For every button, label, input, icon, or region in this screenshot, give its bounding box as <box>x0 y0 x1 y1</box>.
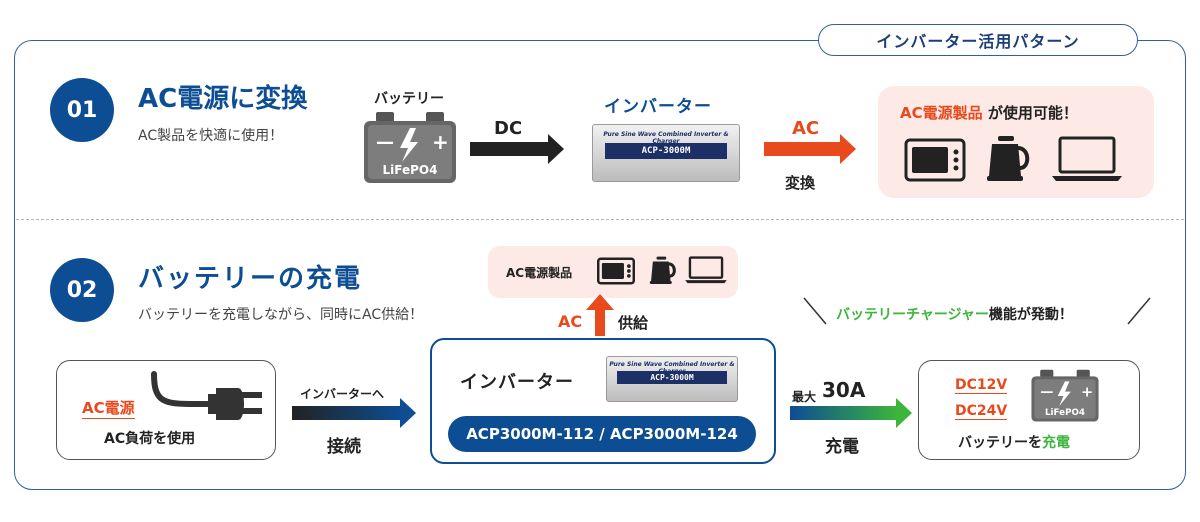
max-label: 最大 <box>792 390 817 404</box>
section-title-battery-charge: バッテリーの充電 <box>138 264 363 294</box>
convert-label: 変換 <box>785 174 816 192</box>
battery-charge-caption: バッテリーを充電 <box>958 435 1070 451</box>
ac-supply-arrow <box>586 294 614 336</box>
max-current-value: 30A <box>822 378 866 402</box>
section-divider <box>16 219 1184 220</box>
battery-icon: — + LiFePO4 <box>364 112 456 183</box>
section-subtitle: バッテリーを充電しながら、同時にAC供給！ <box>138 307 424 323</box>
slash-left <box>803 297 827 325</box>
dc24v-label: DC24V <box>955 403 1008 420</box>
kettle-icon <box>649 256 676 284</box>
content-frame <box>14 40 1186 490</box>
slash-right <box>1127 297 1151 325</box>
svg-text:+: + <box>1081 384 1093 401</box>
inverter-image: Pure Sine Wave Combined Inverter & Charg… <box>606 356 738 402</box>
dc-arrow <box>470 134 564 164</box>
charge-arrow <box>790 398 912 428</box>
svg-text:LiFePO4: LiFePO4 <box>1045 408 1085 418</box>
microwave-icon <box>904 138 966 182</box>
connect-arrow <box>292 398 416 428</box>
dc12v-label: DC12V <box>955 377 1008 394</box>
section-title-ac-convert: AC電源に変換 <box>138 84 308 114</box>
power-plug-icon <box>151 371 262 420</box>
battery-box <box>918 360 1140 460</box>
ac-products-label: AC電源製品 <box>506 266 573 280</box>
supply-label: 供給 <box>618 314 649 332</box>
ac-products-caption: AC電源製品 が使用可能！ <box>900 104 1078 122</box>
section-number-01: 01 <box>50 78 114 142</box>
svg-text:—: — <box>376 132 394 153</box>
model-pill: ACP3000M-112 / ACP3000M-124 <box>448 416 756 452</box>
charger-note: バッテリーチャージャー機能が発動！ <box>836 307 1073 323</box>
battery-icon: — + LiFePO4 <box>1031 369 1099 422</box>
inverter-image: Pure Sine Wave Combined Inverter & Charg… <box>592 124 740 182</box>
to-inverter-label: インバーターへ <box>300 387 385 401</box>
ac-power-label: AC電源 <box>82 399 135 419</box>
svg-text:+: + <box>432 130 449 154</box>
section-number-02: 02 <box>50 258 114 322</box>
ac-output-label: AC <box>792 118 820 139</box>
microwave-icon <box>597 257 635 285</box>
svg-text:—: — <box>1040 385 1053 400</box>
ac-supply-label: AC <box>558 312 583 331</box>
ac-arrow <box>764 134 856 164</box>
pattern-tag: インバーター活用パターン <box>818 24 1138 56</box>
charge-label: 充電 <box>825 437 859 457</box>
inverter-label: インバーター <box>460 372 574 393</box>
ac-load-label: AC負荷を使用 <box>104 431 196 447</box>
dc-label: DC <box>494 118 523 139</box>
battery-label: バッテリー <box>374 91 444 107</box>
kettle-icon <box>987 136 1030 181</box>
connect-label: 接続 <box>327 437 361 457</box>
laptop-icon <box>685 256 727 284</box>
laptop-icon <box>1052 136 1122 181</box>
svg-text:LiFePO4: LiFePO4 <box>383 163 438 177</box>
section-subtitle: AC製品を快適に使用！ <box>138 128 284 144</box>
inverter-label: インバーター <box>604 97 712 117</box>
